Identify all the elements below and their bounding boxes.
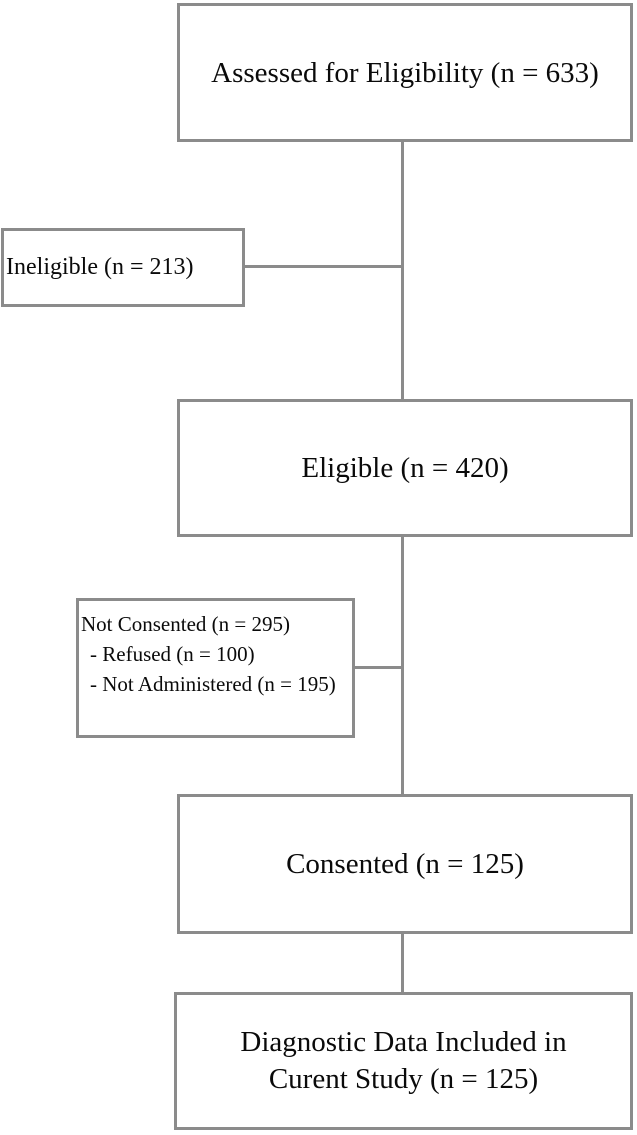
box-diagnostic-data: Diagnostic Data Included in Curent Study… bbox=[174, 992, 633, 1130]
diagnostic-label-line1: Diagnostic Data Included in bbox=[240, 1026, 567, 1058]
not-administered-label: - Not Administered (n = 195) bbox=[90, 672, 336, 696]
consented-label: Consented (n = 125) bbox=[286, 848, 524, 880]
diagnostic-label-line2: Curent Study (n = 125) bbox=[268, 1063, 539, 1095]
box-ineligible: Ineligible (n = 213) bbox=[1, 228, 245, 307]
box-assessed-for-eligibility: Assessed for Eligibility (n = 633) bbox=[177, 3, 633, 142]
box-not-consented: Not Consented (n = 295) - Refused (n = 1… bbox=[76, 598, 355, 738]
not-consented-label: Not Consented (n = 295) bbox=[81, 612, 290, 636]
assessed-label: Assessed for Eligibility (n = 633) bbox=[211, 56, 599, 89]
connector-ineligible-branch bbox=[245, 265, 401, 268]
ineligible-label: Ineligible (n = 213) bbox=[6, 254, 194, 280]
connector-assessed-to-eligible bbox=[401, 142, 404, 399]
connector-eligible-to-consented bbox=[401, 537, 404, 794]
eligible-label: Eligible (n = 420) bbox=[301, 452, 509, 484]
box-eligible: Eligible (n = 420) bbox=[177, 399, 633, 537]
connector-consented-to-diagnostic bbox=[401, 934, 404, 992]
connector-not-consented-branch bbox=[355, 666, 401, 669]
box-consented: Consented (n = 125) bbox=[177, 794, 633, 934]
refused-label: - Refused (n = 100) bbox=[90, 642, 255, 666]
